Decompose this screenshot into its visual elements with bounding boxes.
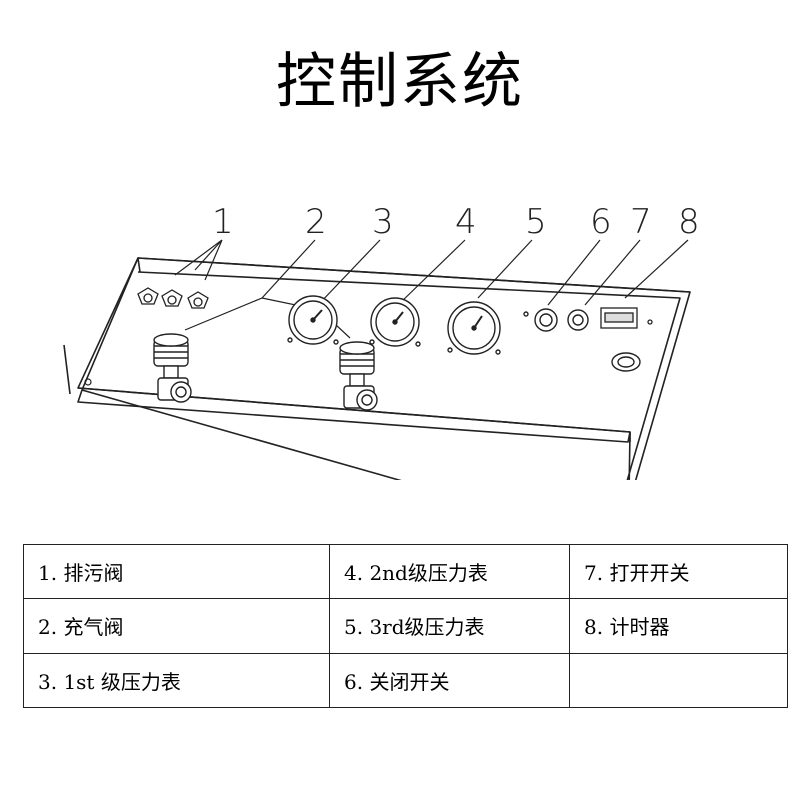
legend-cell: 1. 排污阀: [23, 543, 330, 600]
fill-valve-left: [153, 333, 192, 403]
callout-6: 6: [590, 202, 612, 242]
panel-left-flange: [63, 344, 71, 395]
gauge-2nd: [369, 297, 421, 347]
callout-2: 2: [305, 202, 327, 242]
panel-screw: [84, 378, 92, 386]
page-title: 控制系统: [276, 47, 524, 117]
panel-front-lip: [77, 389, 631, 443]
control-panel-drawing: 1 2 3 4 5 6 7 8: [63, 202, 700, 480]
gauge-1st: [287, 295, 339, 345]
callout-1: 1: [212, 202, 234, 242]
panel-face: [81, 271, 681, 480]
callout-numbers: 1 2 3 4 5 6 7 8: [212, 202, 700, 242]
callout-8: 8: [678, 202, 700, 242]
timer-icon: [600, 307, 653, 329]
drain-valve-icons: [137, 287, 209, 309]
legend-cell: 5. 3rd级压力表: [329, 598, 570, 654]
panel-bend: [77, 387, 631, 442]
panel-side: [81, 257, 141, 391]
leader-lines: [174, 239, 689, 339]
callout-5: 5: [525, 202, 547, 242]
legend-cell: 3. 1st 级压力表: [23, 652, 330, 709]
legend-cell: 2. 充气阀: [23, 598, 330, 654]
legend-cell: 6. 关闭开关: [329, 652, 570, 709]
legend-cell: 4. 2nd级压力表: [329, 543, 570, 600]
callout-7: 7: [630, 202, 652, 242]
legend-cell: 7. 打开开关: [569, 543, 788, 600]
table-row: 3. 1st 级压力表 6. 关闭开关: [23, 652, 788, 709]
open-switch-icon: [567, 309, 589, 331]
control-panel-diagram: 1 2 3 4 5 6 7 8: [0, 180, 800, 480]
table-row: 1. 排污阀 4. 2nd级压力表 7. 打开开关: [23, 543, 788, 600]
panel-top-edge: [137, 257, 691, 293]
outlet-grommet: [611, 352, 641, 372]
table-row: 2. 充气阀 5. 3rd级压力表 8. 计时器: [23, 598, 788, 654]
callout-3: 3: [372, 202, 394, 242]
legend-cell: 8. 计时器: [569, 598, 788, 654]
callout-4: 4: [455, 202, 477, 242]
fill-valve-right: [339, 341, 378, 411]
close-switch-icon: [523, 308, 558, 332]
legend-table: 1. 排污阀 4. 2nd级压力表 7. 打开开关 2. 充气阀 5. 3rd级…: [23, 543, 788, 709]
gauge-3rd: [447, 301, 501, 355]
legend-cell: [569, 652, 788, 709]
